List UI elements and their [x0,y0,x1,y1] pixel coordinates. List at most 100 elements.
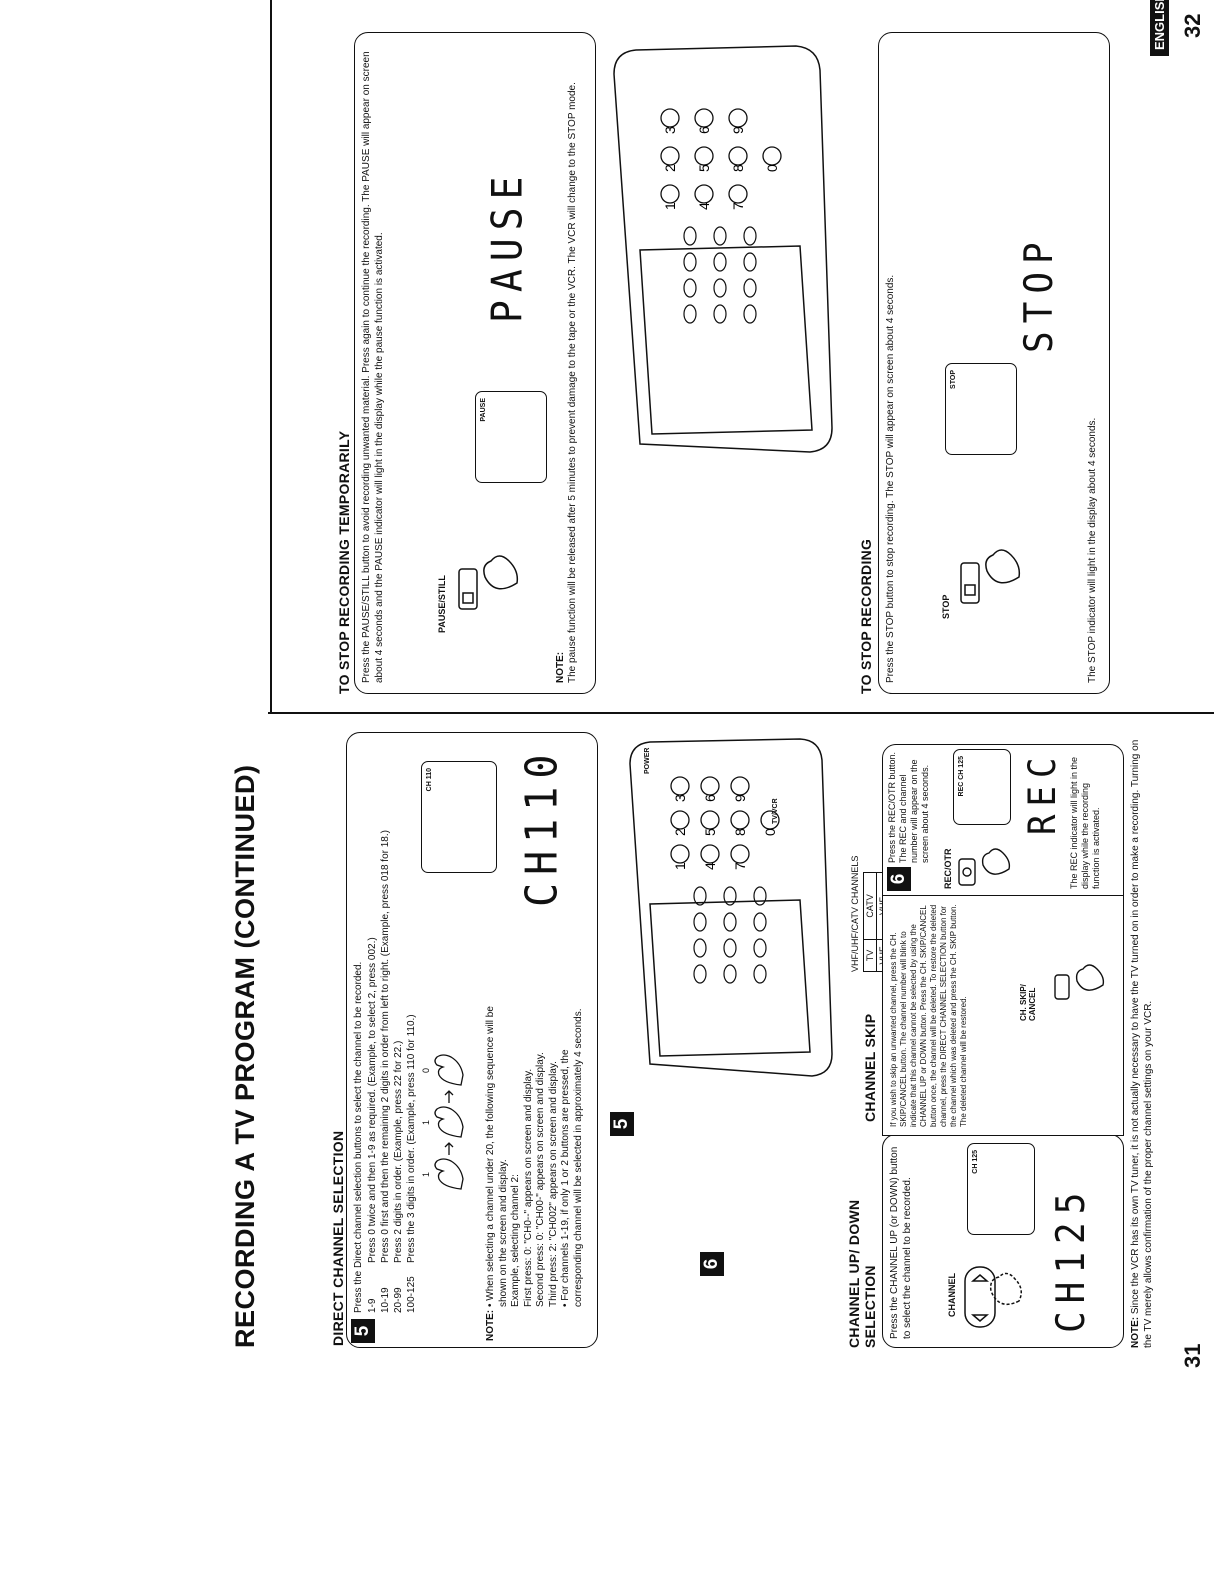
stop-heading: TO STOP RECORDING [858,538,874,694]
remote-function-button[interactable] [723,964,737,984]
remote-function-button[interactable] [713,304,727,324]
remote-key-label: 9 [730,126,746,134]
remote-function-button[interactable] [713,252,727,272]
remote-function-button[interactable] [743,304,757,324]
stop-button-label: STOP [941,594,951,619]
channel-table-title: VHF/UHF/CATV CHANNELS [850,855,860,972]
remote-function-button[interactable] [723,886,737,906]
remote-key-7[interactable] [728,184,748,204]
remote-function-button[interactable] [683,252,697,272]
remote-key-label: 2 [672,828,688,836]
vcr-display-ch125: CH125 [1048,1184,1095,1333]
remote-function-button[interactable] [683,226,697,246]
pause-note-label: NOTE: [555,651,566,683]
remote-key-8[interactable] [730,810,750,830]
remote-key-0[interactable] [760,810,780,830]
updown-text: Press the CHANNEL UP (or DOWN) button to… [889,1146,913,1339]
skip-heading: CHANNEL SKIP [862,1013,878,1122]
direct-row-1: 1-9Press 0 twice and then 1-9 as require… [367,937,378,1313]
remote-key-label: 7 [732,862,748,870]
tv-screen-stop: STOP [945,363,1017,455]
tv-screen-rec: REC CH 125 [953,749,1011,825]
remote-key-7[interactable] [730,844,750,864]
screen-label: STOP [950,370,957,389]
note-line: First press: 0: "CH0--" appears on scree… [522,1068,534,1307]
note-line: • When selecting a channel under 20, the… [485,1006,509,1307]
rec-button-label: REC/OTR [943,848,953,890]
remote-function-button[interactable] [743,278,757,298]
pause-still-button-icon[interactable] [451,513,521,613]
remote-function-button[interactable] [743,252,757,272]
direct-notes: • When selecting a channel under 20, the… [485,997,585,1307]
remote-key-5[interactable] [694,146,714,166]
remote-key-2[interactable] [670,810,690,830]
screen-label: REC CH 125 [958,756,965,797]
remote-key-0[interactable] [762,146,782,166]
skip-panel: If you wish to skip an unwanted channel,… [882,894,1124,1136]
remote-key-9[interactable] [728,108,748,128]
remote-power-label: POWER [644,747,651,774]
remote-key-1[interactable] [670,844,690,864]
page-number-right: 32 [1180,13,1205,38]
remote-function-button[interactable] [753,886,767,906]
remote-function-button[interactable] [753,938,767,958]
remote-key-label: 1 [672,862,688,870]
remote-function-button[interactable] [683,278,697,298]
remote-key-3[interactable] [660,108,680,128]
top-page-rule [270,0,272,714]
updown-button-label: CHANNEL [947,1273,957,1317]
remote-function-button[interactable] [753,964,767,984]
note-line: Third press: 2: "CH002" appears on scree… [547,1061,559,1307]
remote-key-4[interactable] [694,184,714,204]
tv-screen-pause: PAUSE [475,391,547,483]
pause-heading: TO STOP RECORDING TEMPORARILY [336,430,352,694]
pause-note: The pause function will be released afte… [567,82,578,683]
remote-function-button[interactable] [713,278,727,298]
press-label-2: 1 [421,1119,431,1125]
remote-key-label: 8 [732,828,748,836]
remote-key-label: 9 [732,794,748,802]
remote-key-6[interactable] [700,776,720,796]
range: 10-19 [380,1287,391,1313]
remote-function-button[interactable] [743,226,757,246]
direct-heading: DIRECT CHANNEL SELECTION [330,1130,346,1346]
remote-function-button[interactable] [713,226,727,246]
screen-label: CH 110 [426,768,433,792]
stop-button-icon[interactable] [953,507,1023,607]
rec-otr-button-icon[interactable] [953,831,1013,891]
remote-key-3[interactable] [670,776,690,796]
remote-function-button[interactable] [693,912,707,932]
tv-screen-ch125: CH 125 [967,1143,1035,1235]
remote-function-button[interactable] [723,912,737,932]
remote-key-5[interactable] [700,810,720,830]
remote-key-9[interactable] [730,776,750,796]
col-header-catv: CATV [863,872,877,940]
remote-key-label: 4 [702,862,718,870]
remote-key-4[interactable] [700,844,720,864]
remote-key-label: 5 [702,828,718,836]
remote-function-button[interactable] [693,938,707,958]
direct-row-3: 20-99Press 2 digits in order. (Example, … [393,1040,404,1313]
remote-key-8[interactable] [728,146,748,166]
remote-function-button[interactable] [693,886,707,906]
remote-function-button[interactable] [753,912,767,932]
range: 100-125 [406,1276,417,1313]
remote-key-label: 7 [730,202,746,210]
updown-heading: CHANNEL UP/ DOWN SELECTION [846,1199,878,1348]
remote-key-1[interactable] [660,184,680,204]
remote-function-button[interactable] [683,304,697,324]
vcr-display-pause: PAUSE [482,168,532,323]
stop-panel: Press the STOP button to stop recording.… [878,32,1110,694]
remote-key-label: 0 [764,164,780,172]
remote-key-6[interactable] [694,108,714,128]
hand-press-sequence-icon [434,1054,464,1190]
remote-function-button[interactable] [693,964,707,984]
step-6-badge: 6 [887,867,911,891]
channel-updown-button-icon[interactable] [959,1241,1029,1331]
remote-key-2[interactable] [660,146,680,166]
ch-skip-button-icon[interactable] [1047,945,1107,1005]
remote-function-button[interactable] [723,938,737,958]
